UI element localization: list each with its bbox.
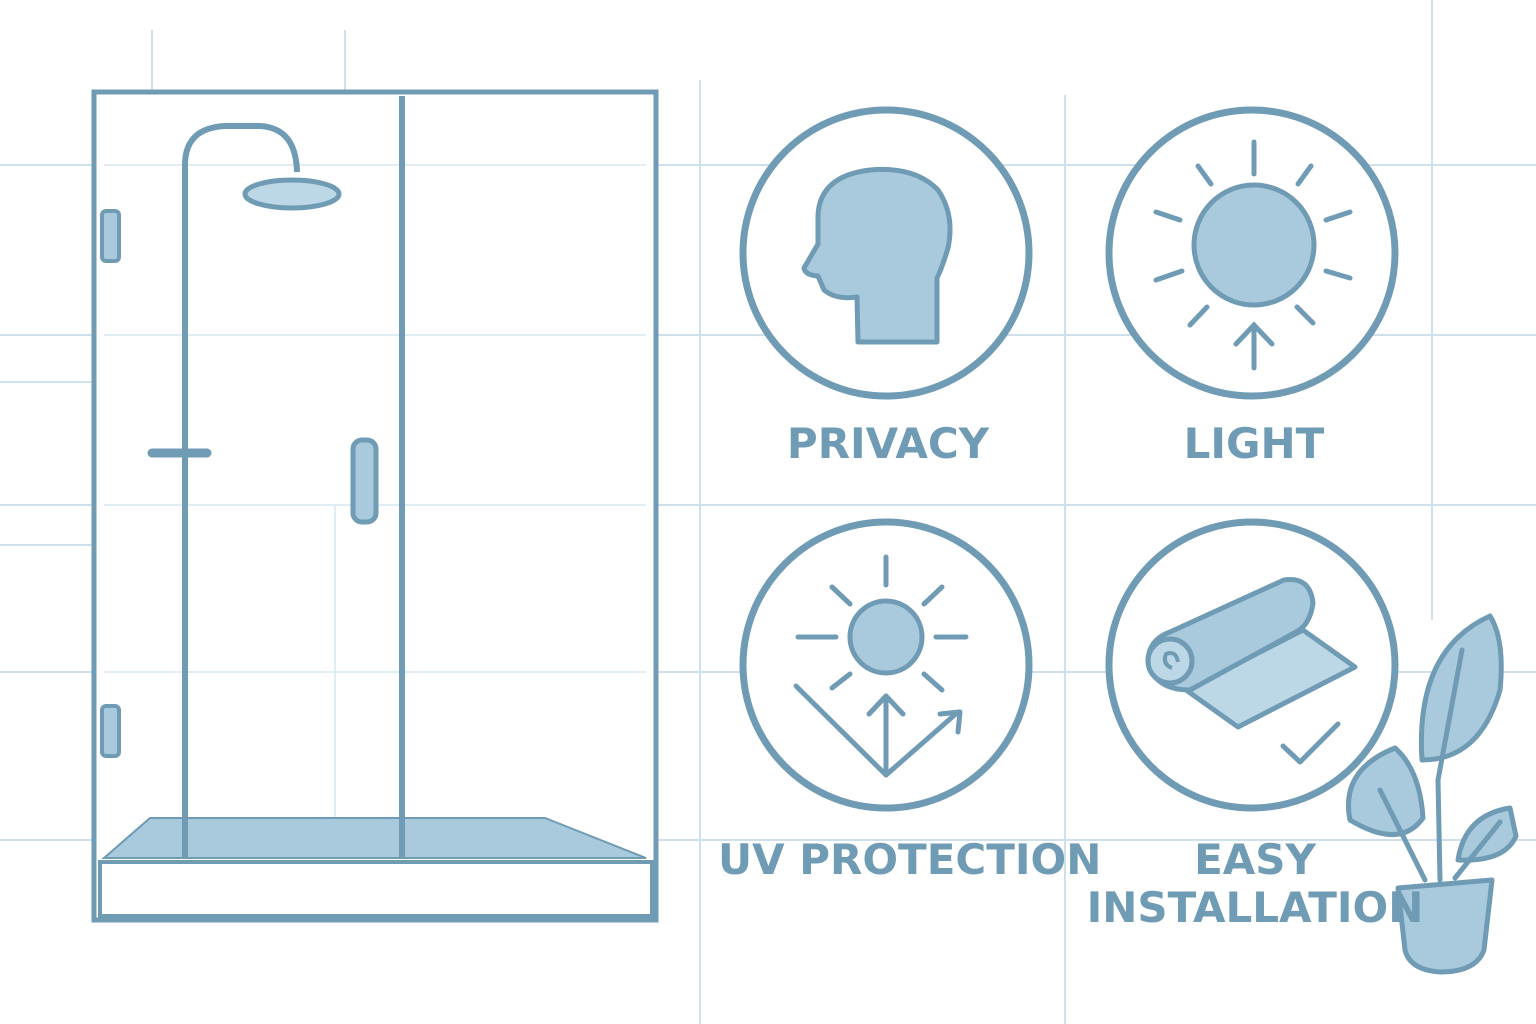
- shower-tray: [101, 817, 647, 859]
- light-label: LIGHT: [1183, 419, 1325, 468]
- door-hinge-bottom: [100, 704, 121, 758]
- shower-base: [98, 860, 654, 918]
- shower-enclosure: [91, 89, 659, 923]
- shower-head-icon: [242, 177, 342, 211]
- easy-installation-label-line2: INSTALLATION: [1086, 883, 1424, 932]
- privacy-icon-badge: [739, 106, 1033, 400]
- light-icon-badge: [1105, 106, 1399, 400]
- uv-sun-reflect-icon: [793, 554, 969, 778]
- door-handle: [350, 437, 379, 525]
- plant-leaf-left: [1346, 745, 1426, 837]
- door-hinge-top: [100, 209, 121, 263]
- privacy-label: PRIVACY: [786, 419, 990, 468]
- sun-icon: [1153, 139, 1353, 371]
- head-silhouette-icon: [801, 166, 953, 345]
- film-roll-check-icon: [1145, 576, 1358, 765]
- plant-leaf-right: [1455, 805, 1519, 863]
- shower-pipe: [182, 123, 300, 858]
- checkmark-icon: [1280, 721, 1341, 765]
- uv-protection-label: UV PROTECTION: [718, 835, 1102, 884]
- plant-pot: [1395, 877, 1495, 975]
- uv-protection-icon-badge: [739, 518, 1033, 812]
- plant-leaf-large: [1418, 613, 1504, 763]
- easy-installation-icon-badge: [1105, 518, 1399, 812]
- easy-installation-label: EASY INSTALLATION: [1080, 836, 1430, 932]
- arrow-up-icon: [1233, 321, 1275, 371]
- easy-installation-label-line1: EASY: [1194, 835, 1316, 884]
- potted-plant-decoration: [1346, 613, 1519, 975]
